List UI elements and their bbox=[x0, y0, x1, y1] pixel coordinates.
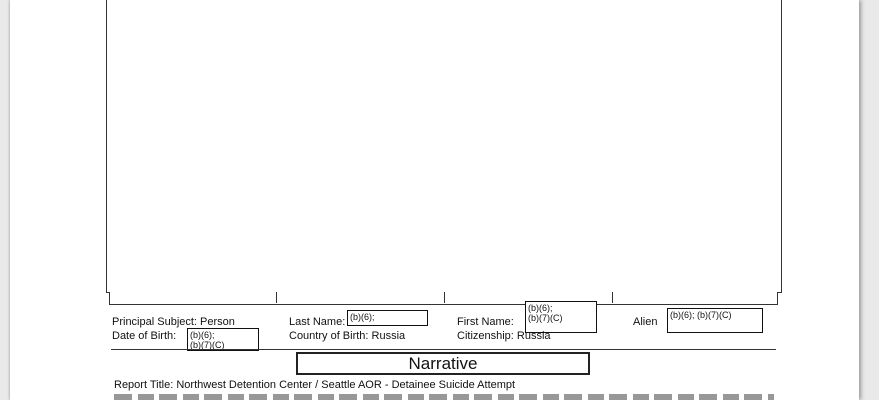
grid-divider bbox=[276, 292, 277, 303]
last-name-label: Last Name: bbox=[289, 316, 346, 328]
grid-divider bbox=[612, 292, 613, 303]
first-name-redaction: (b)(6); (b)(7)(C) bbox=[525, 301, 597, 333]
document-page: Principal Subject: Person Last Name: (b)… bbox=[10, 0, 859, 400]
report-title: Report Title: Northwest Detention Center… bbox=[114, 379, 516, 391]
dob-redaction: (b)(6); (b)(7)(C) bbox=[187, 328, 259, 351]
first-name-label: First Name: bbox=[457, 316, 514, 328]
last-name-redaction: (b)(6); bbox=[347, 310, 428, 326]
table-grid-strip bbox=[109, 292, 778, 305]
section-divider bbox=[111, 349, 776, 350]
alien-number-redaction: (b)(6); (b)(7)(C) bbox=[667, 308, 763, 333]
dob-label: Date of Birth: bbox=[112, 330, 177, 342]
cut-off-text-line bbox=[114, 394, 774, 400]
narrative-heading: Narrative bbox=[296, 352, 590, 375]
grid-divider bbox=[444, 292, 445, 303]
blank-content-box bbox=[106, 0, 782, 293]
country-of-birth: Country of Birth: Russia bbox=[289, 330, 406, 342]
citizenship: Citizenship: Russia bbox=[457, 330, 551, 342]
alien-label: Alien bbox=[633, 316, 658, 328]
principal-subject-label: Principal Subject: Person bbox=[112, 316, 235, 328]
